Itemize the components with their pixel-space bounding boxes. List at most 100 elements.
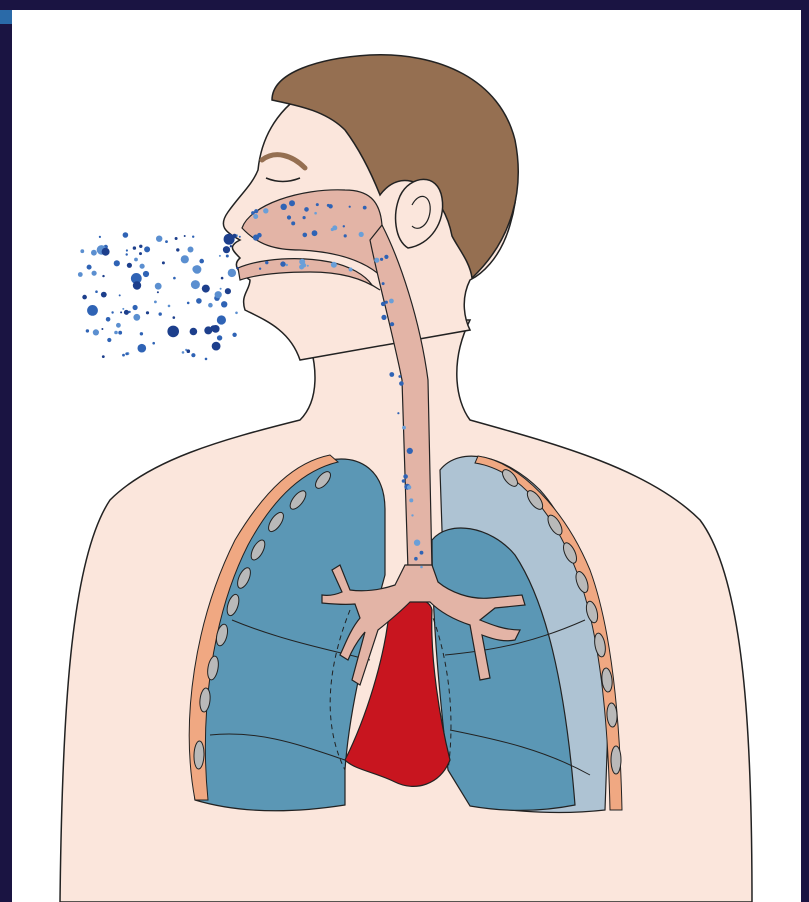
droplet [125,352,128,355]
particle [280,261,285,266]
droplet [235,312,238,315]
droplet [192,236,194,238]
droplet [87,265,92,270]
droplet [120,311,122,313]
droplet [122,354,125,357]
droplet [106,317,111,322]
droplet [190,328,198,336]
droplet [217,335,222,340]
droplet [143,271,149,277]
droplet [144,246,150,252]
droplet [114,260,120,266]
droplet [221,301,227,307]
particle [399,381,404,386]
particle [381,315,386,320]
droplet [236,267,238,269]
droplet [123,232,129,238]
droplet [176,248,179,251]
droplet [219,255,221,257]
droplet [133,305,138,310]
droplet [208,303,213,308]
droplet [152,342,155,345]
droplet [162,261,165,264]
droplet [101,292,107,298]
droplet [191,353,195,357]
droplet [196,298,202,304]
particle [299,265,304,270]
droplet [138,344,147,353]
droplet [175,237,178,240]
particle [420,566,423,569]
droplet [101,328,103,330]
particle [390,322,394,326]
particle [299,259,305,265]
particle [402,479,406,483]
droplet [159,312,162,315]
particle [254,209,258,213]
droplet [127,263,132,268]
droplet [94,251,96,253]
droplet [133,281,141,289]
particle [409,498,413,502]
particle [287,215,291,219]
particle [414,557,418,561]
droplet [173,316,176,319]
droplet [78,272,83,277]
particle [407,448,413,454]
droplet [134,258,138,262]
droplet [221,277,224,280]
particle [312,230,318,236]
droplet [220,288,222,290]
particle [381,302,385,306]
droplet [155,283,162,290]
particle [304,207,309,212]
droplet [111,311,113,313]
droplet [217,315,226,324]
droplet [202,285,210,293]
particle [380,258,383,261]
particle [343,225,345,227]
particle [332,225,337,230]
droplet [87,305,98,316]
particle [265,261,268,264]
droplet [230,245,232,247]
particle [411,514,413,516]
droplet [187,349,191,353]
droplet [204,326,212,334]
droplet [80,249,84,253]
particle [363,206,367,210]
droplet [157,291,159,293]
particle [316,203,319,206]
droplet [124,310,129,315]
particle [314,212,317,215]
droplet [139,245,142,248]
particle [253,214,258,219]
particle [374,258,379,263]
particle [281,204,287,210]
droplet [102,275,104,277]
droplet [82,295,87,300]
particle [407,485,411,489]
droplet [167,326,179,338]
droplet [122,308,124,310]
particle [307,265,309,267]
droplet [191,280,200,289]
particle [259,268,261,270]
droplet [173,277,176,280]
droplet [226,255,229,258]
droplet [140,332,143,335]
droplet [86,329,89,332]
droplet [92,271,97,276]
particle [344,234,347,237]
droplet-cloud [78,232,241,360]
droplet [156,236,162,242]
particle [420,551,424,555]
particle [303,216,306,219]
droplet [154,301,157,304]
droplet [126,253,128,255]
droplet [95,290,98,293]
droplet [212,342,221,351]
droplet [228,269,236,277]
